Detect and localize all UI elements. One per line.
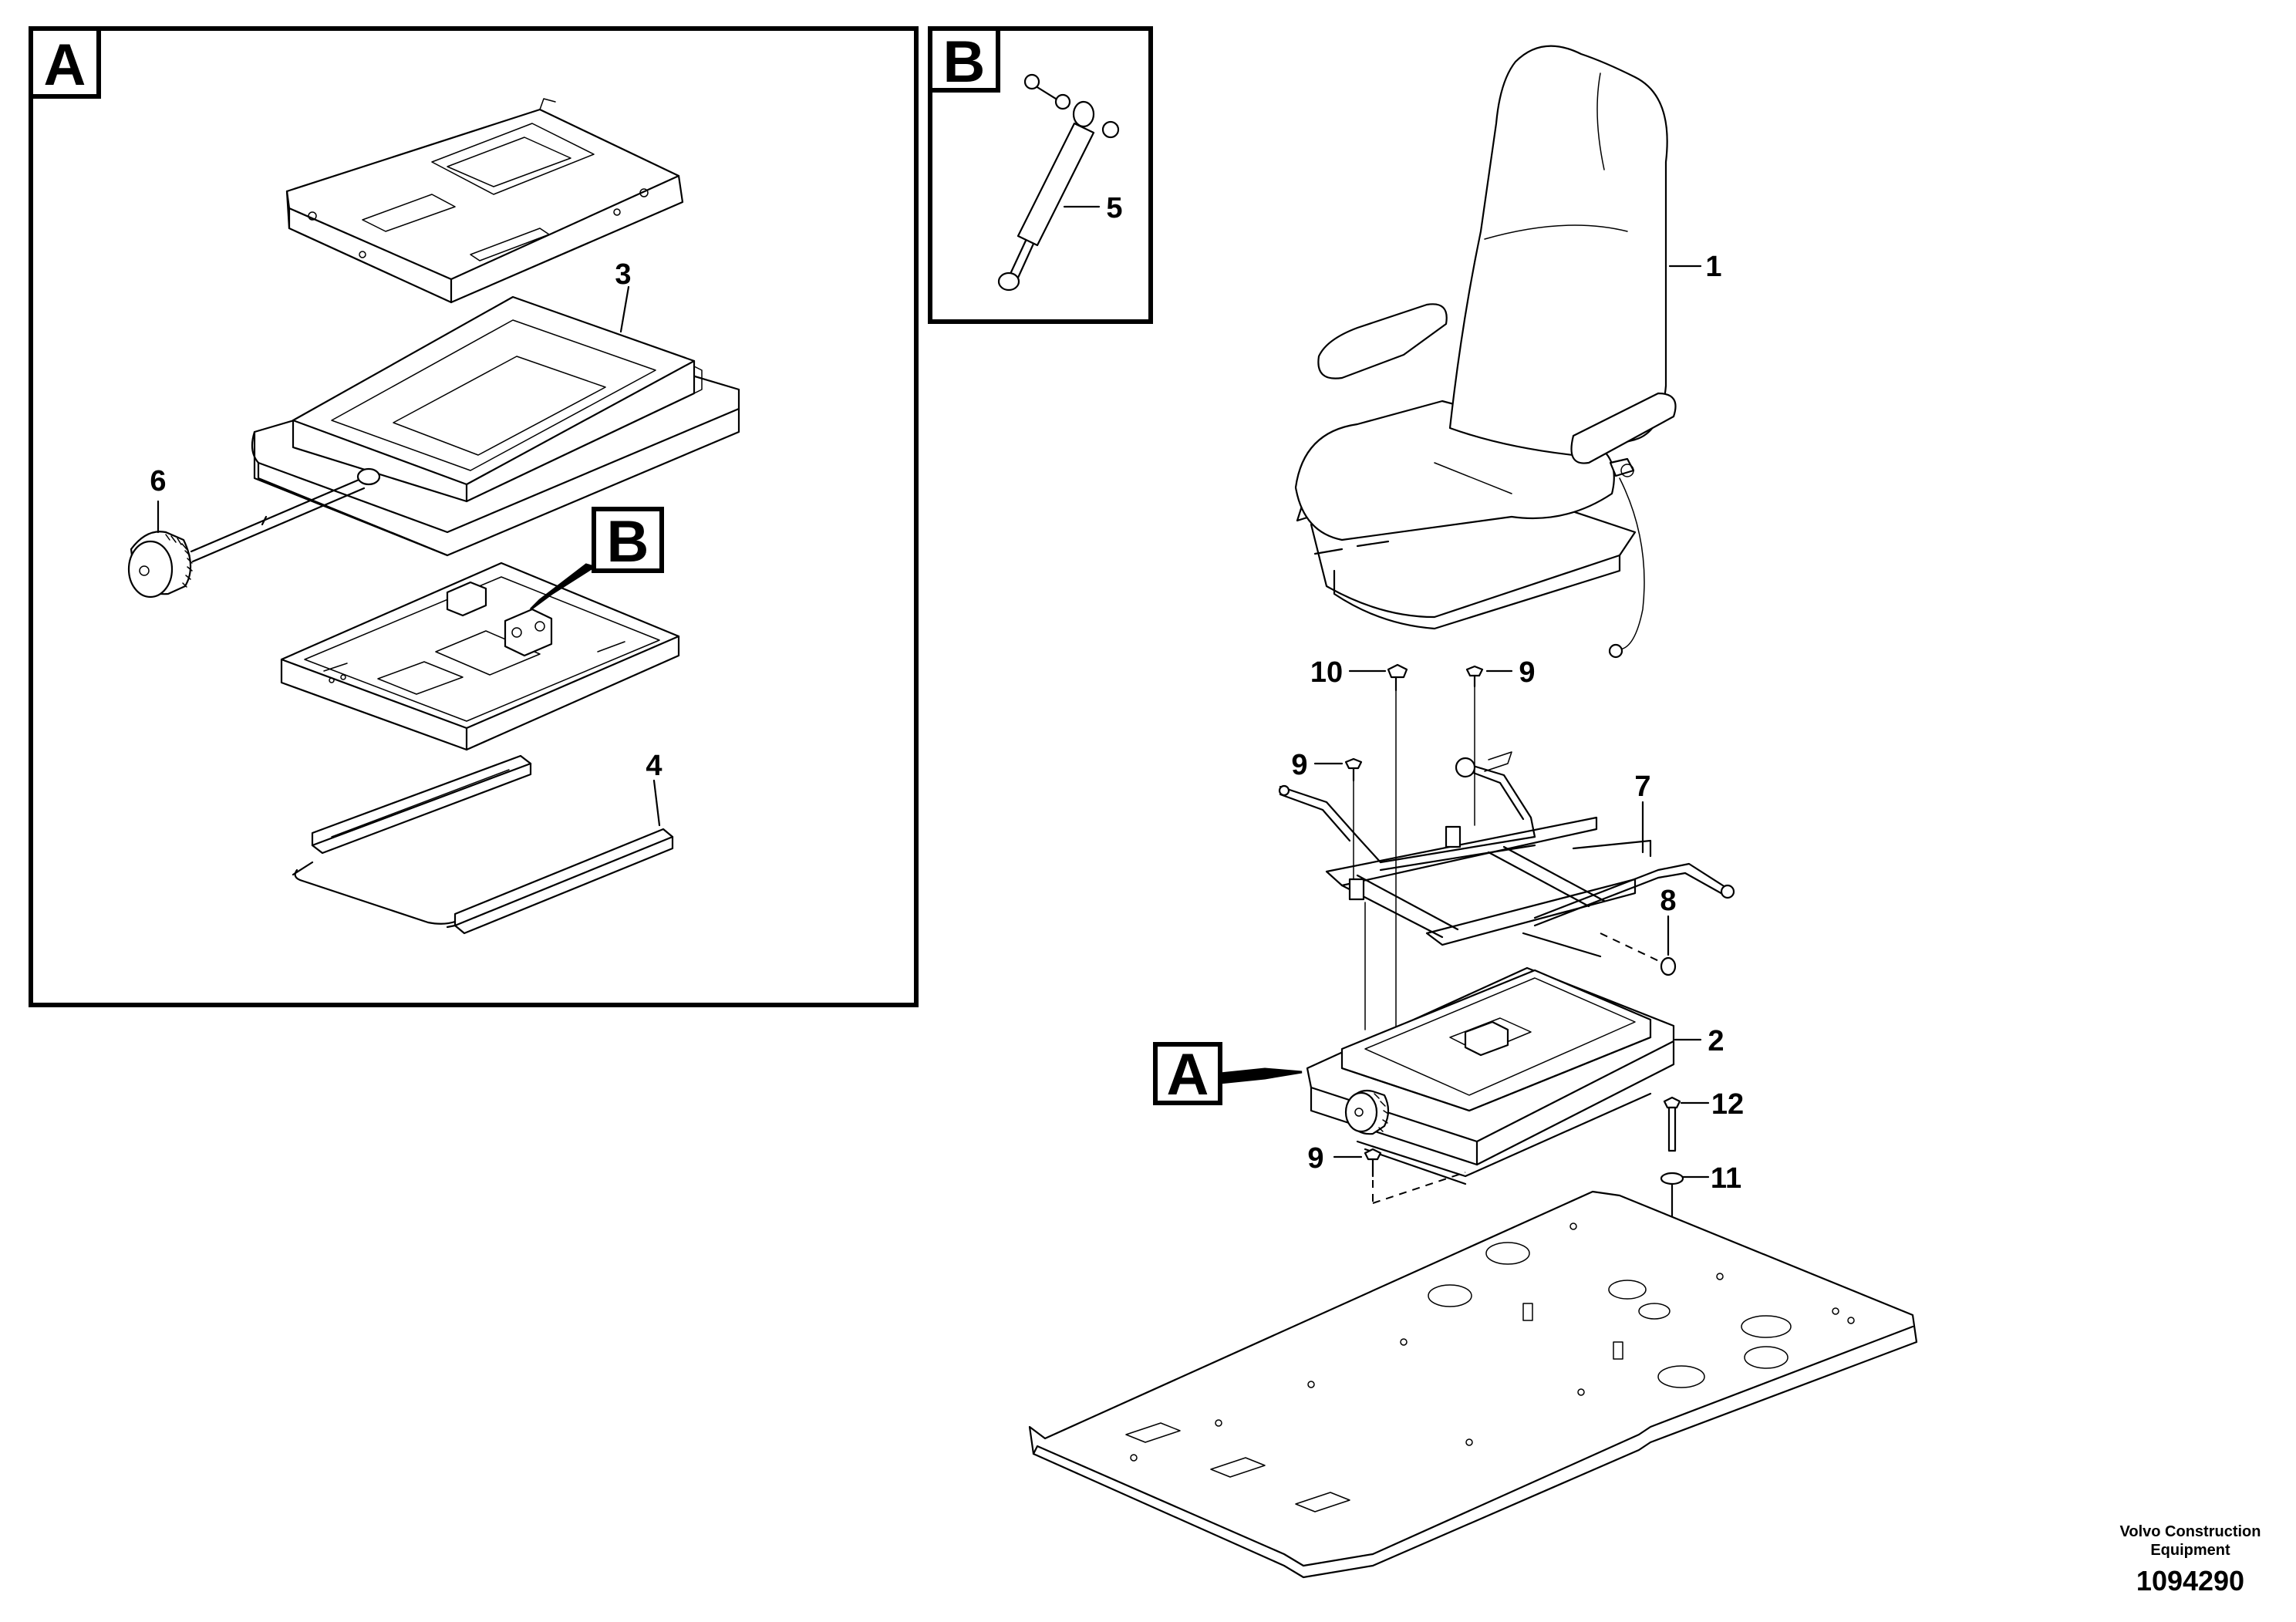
drawing-number: 1094290 [2136,1565,2244,1597]
detail-b-frame: B [928,26,1153,324]
bolt-9-upper-right [1465,665,1484,826]
footer-company-line1: Volvo Construction [2120,1523,2261,1540]
suspension-cover [251,295,740,557]
cab-floor-plate [1028,1190,1918,1579]
part-number-10: 10 [1310,656,1343,689]
callout-b-in-detail-a: B [529,507,664,611]
adjustment-knob-6 [127,467,381,599]
part-number-8: 8 [1660,885,1676,917]
part-number-4: 4 [646,750,662,782]
part-number-7: 7 [1634,771,1650,803]
part-number-9-lower: 9 [1307,1142,1323,1175]
part-number-2: 2 [1708,1025,1724,1057]
part-number-1: 1 [1705,251,1721,283]
bolt-12 [1663,1096,1681,1152]
gas-spring-5 [997,73,1120,292]
bolt-9-upper-left [1344,757,1363,880]
bolt-9-lower [1364,1148,1466,1204]
part-number-9-upper-right: 9 [1519,656,1535,689]
callout-b-label: B [607,509,649,575]
part-number-5: 5 [1106,192,1122,224]
base-plate [280,561,680,751]
detail-a-label: A [44,32,86,98]
mounting-frame-7 [1278,751,1735,958]
part-number-11: 11 [1711,1162,1741,1195]
callout-a-label: A [1167,1042,1209,1108]
washer-8 [1600,932,1677,976]
detail-b-label: B [943,29,986,95]
footer-company-line2: Equipment [2150,1542,2230,1559]
part-number-9-upper-left: 9 [1291,749,1307,781]
part-number-3: 3 [615,258,631,291]
part-number-12: 12 [1711,1088,1744,1121]
callout-a-in-main: A [1153,1042,1303,1108]
slide-rails-4 [292,754,674,935]
part-number-6: 6 [150,465,166,497]
bolt-10 [1387,663,1408,1031]
upper-slide-plate [285,98,684,304]
leader-4 [652,779,661,827]
suspension-unit-2 [1306,966,1675,1185]
operator-seat-1 [1294,45,1677,659]
leader-3 [619,285,630,333]
